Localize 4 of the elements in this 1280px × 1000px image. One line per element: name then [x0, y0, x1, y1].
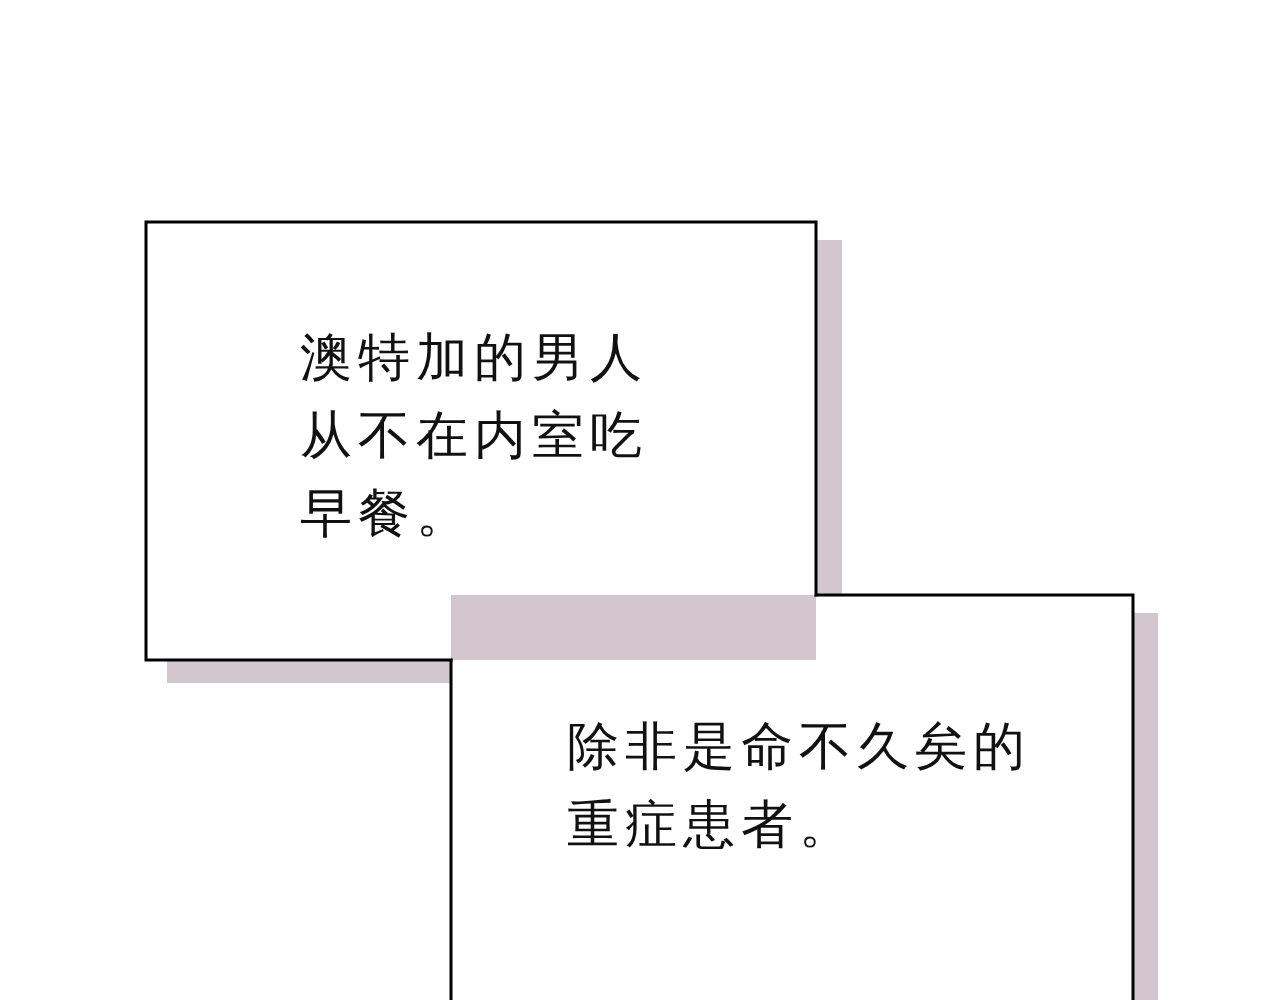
- narration-text: 澳特加的男人从不在内室吃早餐。: [300, 326, 649, 545]
- narration-box: [146, 222, 816, 660]
- narration-box: [451, 595, 1133, 1000]
- narration-text: 除非是命不久矣的重症患者。: [567, 715, 1032, 856]
